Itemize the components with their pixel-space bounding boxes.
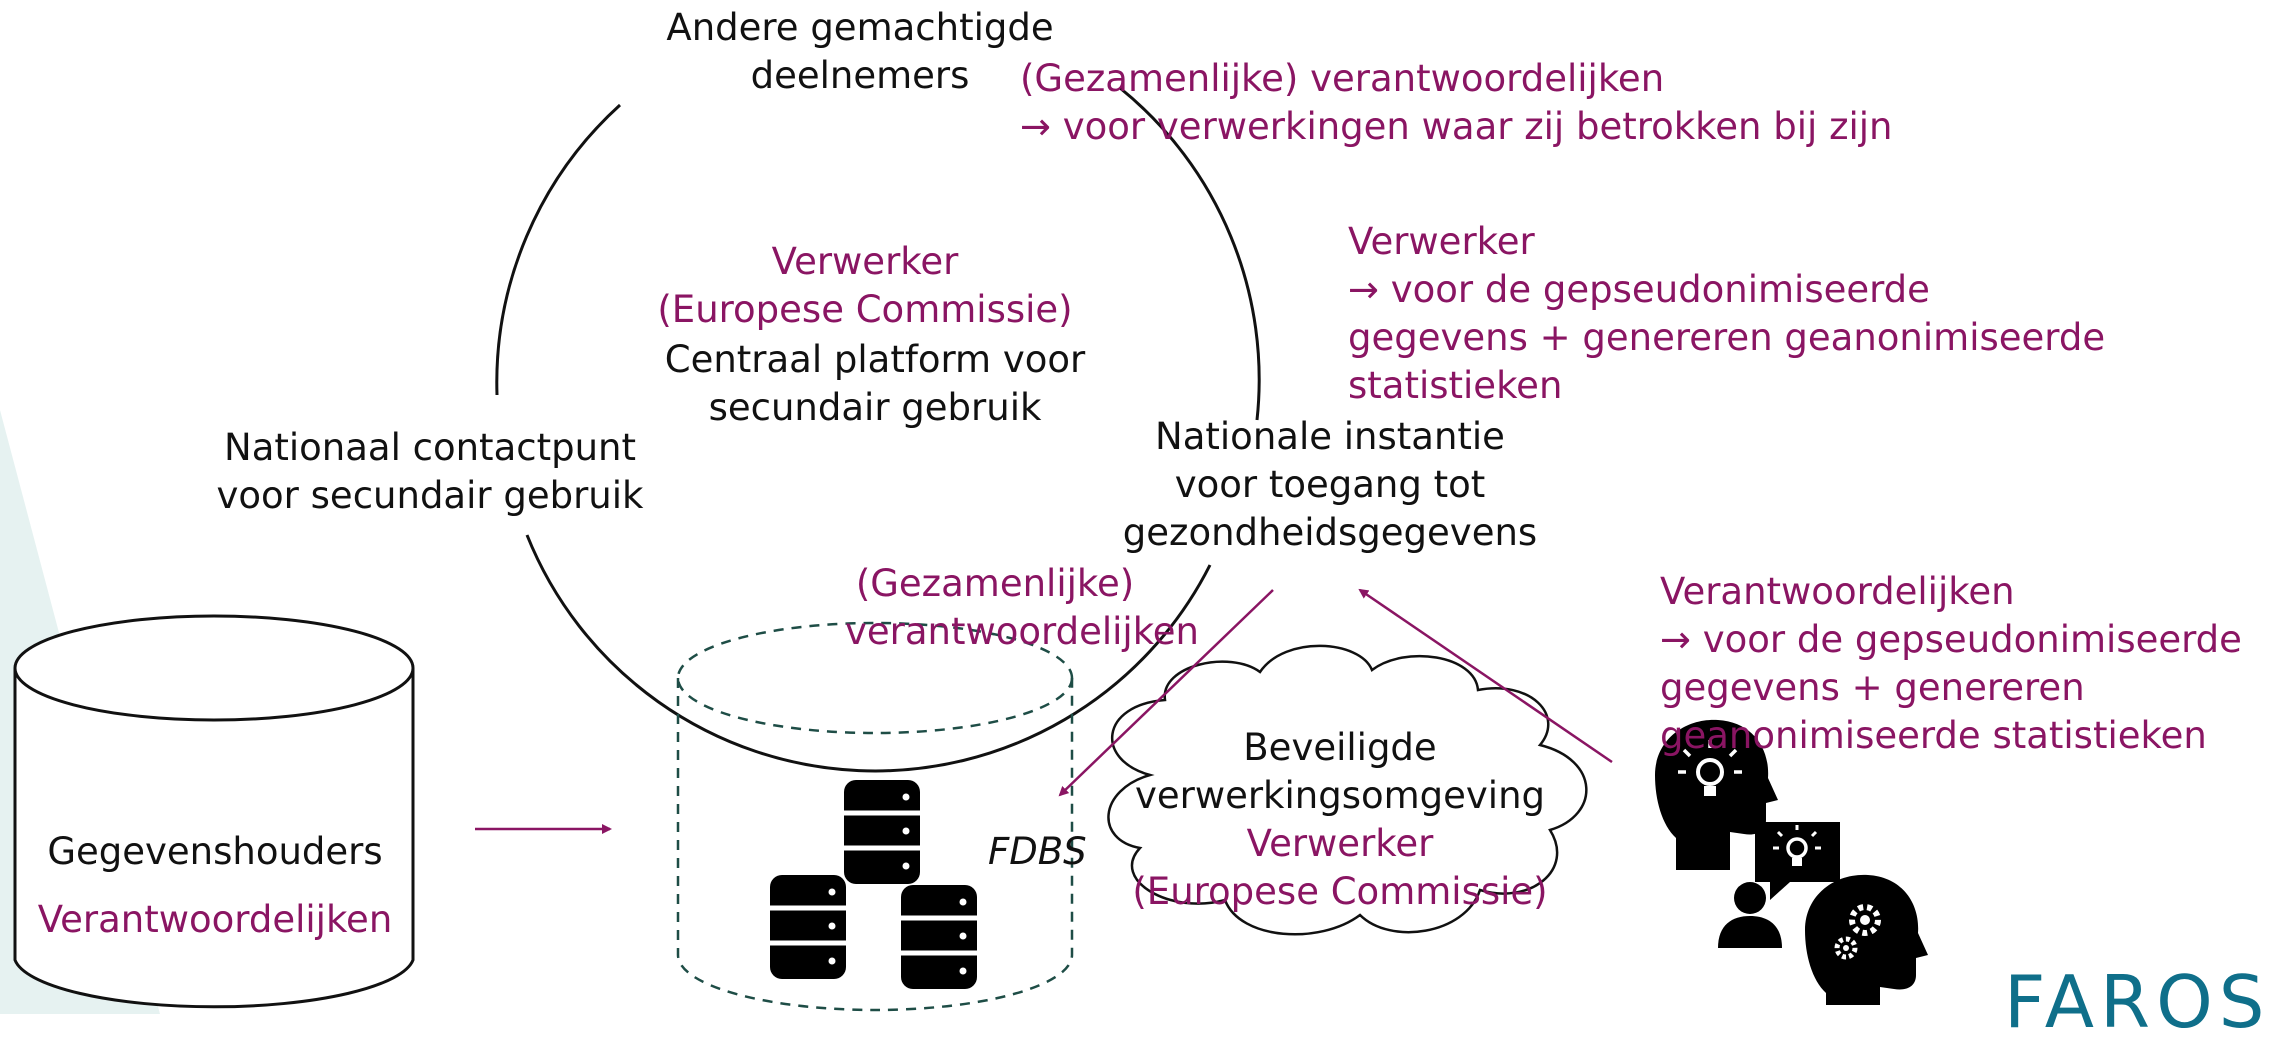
- faros-logo: FAROS: [2004, 960, 2271, 1044]
- data-holders-role: Verantwoordelijken: [37, 898, 393, 941]
- fdbs-label: FDBS: [988, 830, 1087, 873]
- gear-head-icon: [1805, 874, 1928, 1005]
- idea-head-icon: [1655, 719, 1778, 870]
- person-icon: [1718, 882, 1782, 948]
- cloud-role: Verwerker(Europese Commissie): [1132, 822, 1548, 913]
- bottom-role: (Gezamenlijke)verantwoordelijken: [845, 562, 1200, 653]
- central-circle: [495, 86, 1261, 773]
- right-note: Verwerker→ voor de gepseudonimiseerde ge…: [1348, 220, 2106, 407]
- arrow-icon: [1058, 589, 1274, 797]
- center-role: Verwerker(Europese Commissie): [657, 240, 1073, 331]
- secure-environment-cloud: [1107, 644, 1588, 936]
- database-icon: [770, 780, 977, 989]
- users-note: Verantwoordelijken→ voor de gepseudonimi…: [1660, 570, 2242, 757]
- data-holders-cylinder: [13, 614, 415, 1009]
- speech-bubble-idea-icon: [1755, 822, 1840, 900]
- arrow-icon: [1358, 588, 1613, 764]
- data-holders-label: Gegevenshouders: [47, 830, 383, 873]
- fdbs-cylinder: [676, 621, 1074, 1012]
- diagram-canvas: [0, 86, 1928, 1014]
- top-right-note: (Gezamenlijke) verantwoordelijken→ voor …: [1020, 57, 1893, 148]
